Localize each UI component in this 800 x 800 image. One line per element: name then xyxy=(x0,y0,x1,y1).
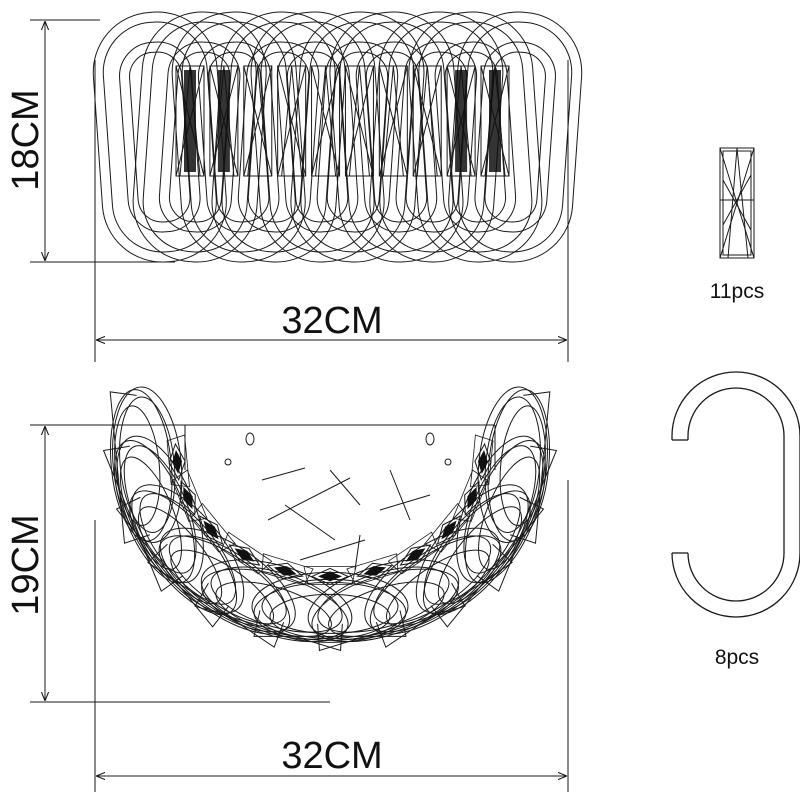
bead-bar xyxy=(344,65,374,177)
bottom-width-dimension xyxy=(94,480,569,792)
ring-outline xyxy=(290,11,425,263)
bead-bar xyxy=(446,65,476,177)
c-hook-icon xyxy=(671,371,800,618)
bead-bar xyxy=(209,65,239,177)
ring-outline xyxy=(171,11,306,263)
arc-bead xyxy=(303,566,357,585)
ring-outline xyxy=(250,11,385,263)
arc-bead xyxy=(261,553,314,586)
bottom-width-label: 32CM xyxy=(281,735,382,777)
arc-ring xyxy=(251,566,409,643)
arc-ring xyxy=(415,484,545,628)
arc-bead xyxy=(470,434,494,488)
arc-bead xyxy=(221,531,273,575)
top-height-dimension xyxy=(30,19,175,263)
arc-ring xyxy=(470,386,551,544)
bottom-view-ring-arc xyxy=(102,386,558,652)
top-width-label: 32CM xyxy=(281,300,382,342)
ring-outline xyxy=(92,11,227,263)
hook-count-label: 8pcs xyxy=(715,646,759,669)
bead-bar xyxy=(311,65,341,177)
ring-outline xyxy=(132,11,267,263)
bead-bar xyxy=(175,65,205,177)
bottom-height-dimension xyxy=(30,424,330,703)
bead-bar xyxy=(412,65,442,177)
arc-ring xyxy=(364,527,513,648)
crystal-bead-icon xyxy=(719,147,755,259)
ring-outline xyxy=(329,11,464,263)
bead-bar xyxy=(480,65,510,177)
bead-bar xyxy=(243,65,273,177)
arc-ring xyxy=(102,435,208,592)
mounting-bracket xyxy=(184,424,496,571)
bottom-height-label: 19CM xyxy=(5,514,47,615)
arc-bead xyxy=(166,434,190,488)
arc-bead xyxy=(424,502,470,553)
top-height-label: 18CM xyxy=(5,89,47,190)
top-view-ring-row xyxy=(92,11,583,263)
arc-ring xyxy=(109,386,190,544)
bead-count-label: 11pcs xyxy=(710,280,764,303)
top-width-dimension xyxy=(94,60,569,362)
bead-bar xyxy=(277,65,307,177)
bead-bar xyxy=(378,65,408,177)
